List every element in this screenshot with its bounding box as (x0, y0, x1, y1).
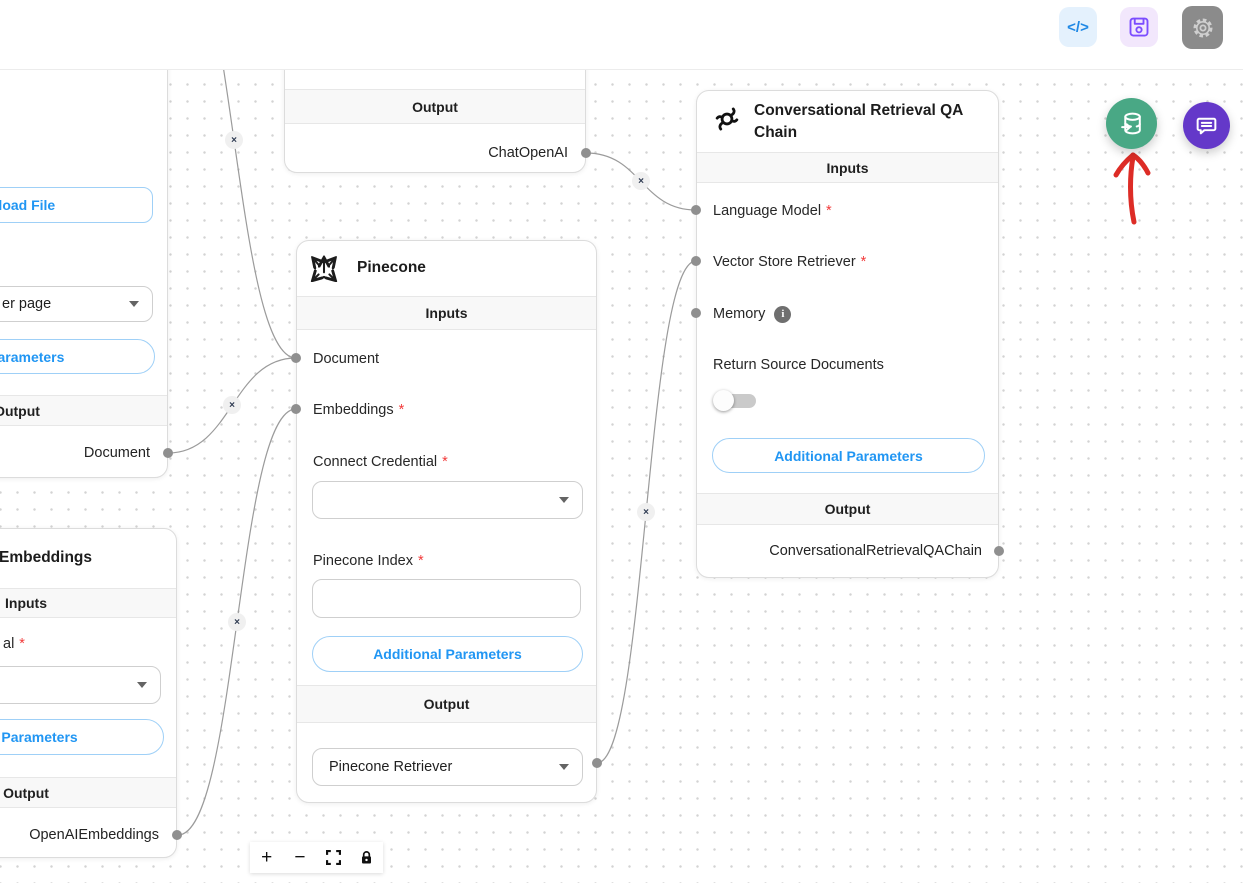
output-section-header: Output (297, 685, 596, 723)
additional-parameters-button[interactable]: nal Parameters (0, 719, 164, 755)
page-split-value: er page (2, 296, 52, 312)
chevron-down-icon (559, 497, 569, 503)
view-code-button[interactable]: </> (1059, 7, 1097, 47)
output-section-header: Output (0, 777, 176, 808)
handle-pinecone-embeddings-input[interactable] (291, 404, 301, 414)
node-file-loader[interactable]: Upload File er page al Parameters Output… (0, 70, 168, 478)
save-icon (1129, 17, 1149, 37)
top-header: </> (0, 0, 1243, 70)
edge-delete-button[interactable]: × (632, 172, 650, 190)
node-openai-embeddings[interactable]: Embeddings Inputs al* nal Parameters Out… (0, 528, 177, 858)
chevron-down-icon (559, 764, 569, 770)
zoom-in-button[interactable]: + (250, 842, 284, 873)
output-anchor-chatopenai: ChatOpenAI (488, 145, 568, 161)
close-icon: × (234, 616, 240, 628)
additional-parameters-label: nal Parameters (0, 729, 78, 745)
additional-parameters-button[interactable]: Additional Parameters (312, 636, 583, 672)
additional-parameters-button[interactable]: Additional Parameters (712, 438, 985, 473)
edge-splitter-to-pinecone-document (223, 70, 297, 359)
additional-parameters-button[interactable]: al Parameters (0, 339, 155, 374)
handle-pinecone-document-input[interactable] (291, 353, 301, 363)
upload-file-button[interactable]: Upload File (0, 187, 153, 223)
pinecone-index-input[interactable] (312, 579, 581, 618)
gear-icon (1193, 18, 1212, 37)
handle-pinecone-retriever-output[interactable] (592, 758, 602, 768)
return-source-documents-label: Return Source Documents (713, 357, 884, 373)
handle-memory-input[interactable] (691, 308, 701, 318)
additional-parameters-label: Additional Parameters (373, 646, 522, 662)
handle-language-model-input[interactable] (691, 205, 701, 215)
return-source-documents-toggle[interactable] (713, 390, 759, 412)
database-export-icon (1121, 112, 1141, 135)
vector-store-retriever-label: Vector Store Retriever* (713, 254, 867, 270)
document-input-label: Document (313, 351, 380, 367)
node-title: Conversational Retrieval QA Chain (754, 102, 963, 141)
close-icon: × (638, 175, 644, 187)
node-title: Pinecone (357, 259, 426, 276)
info-icon[interactable]: i (774, 305, 792, 323)
inputs-section-header: Inputs (297, 296, 596, 330)
red-annotation-arrow (1113, 152, 1151, 225)
inputs-section-header: Inputs (697, 152, 998, 183)
edge-delete-button[interactable]: × (225, 131, 243, 149)
connect-credential-label: al* (3, 636, 25, 652)
output-select-pinecone-retriever[interactable]: Pinecone Retriever (312, 748, 583, 786)
edge-layer (167, 70, 1151, 836)
handle-openai-embeddings-output[interactable] (172, 830, 182, 840)
save-button[interactable] (1120, 7, 1158, 47)
output-section-header: Output (0, 395, 167, 426)
handle-qa-chain-output[interactable] (994, 546, 1004, 556)
output-section-header: Output (697, 493, 998, 525)
additional-parameters-label: Additional Parameters (774, 447, 923, 464)
toggle-thumb (713, 390, 734, 411)
page-split-select[interactable]: er page (0, 286, 153, 322)
edge-delete-button[interactable]: × (223, 396, 241, 414)
plus-icon: + (261, 846, 273, 868)
node-pinecone[interactable]: Pinecone Inputs Document Embeddings* Con… (296, 240, 597, 803)
node-chat-openai[interactable]: Output ChatOpenAI (284, 70, 586, 173)
fit-view-icon (325, 850, 341, 865)
edge-delete-button[interactable]: × (228, 613, 246, 631)
output-section-header: Output (285, 89, 585, 124)
chat-bubble-icon (1196, 117, 1217, 135)
output-anchor-openai-embeddings: OpenAIEmbeddings (29, 827, 159, 843)
credential-select[interactable] (312, 481, 583, 519)
connect-credential-label: Connect Credential* (313, 454, 448, 470)
output-anchor-qa-chain: ConversationalRetrievalQAChain (769, 543, 982, 559)
fit-view-button[interactable] (316, 842, 350, 873)
zoom-out-button[interactable]: − (283, 842, 317, 873)
chain-icon (712, 104, 742, 134)
chevron-down-icon (129, 301, 139, 307)
close-icon: × (229, 399, 235, 411)
close-icon: × (643, 506, 649, 518)
upload-file-label: Upload File (0, 197, 56, 213)
canvas-controls: + − (250, 842, 383, 873)
chat-button[interactable] (1183, 102, 1230, 149)
code-icon: </> (1067, 18, 1089, 36)
chevron-down-icon (137, 682, 147, 688)
additional-parameters-label: al Parameters (0, 348, 65, 365)
close-icon: × (231, 134, 237, 146)
upsert-database-button[interactable] (1106, 98, 1157, 149)
credential-select[interactable] (0, 666, 161, 704)
language-model-label: Language Model* (713, 203, 832, 219)
inputs-section-header: Inputs (0, 588, 176, 618)
node-title: Embeddings (0, 549, 93, 566)
output-select-value: Pinecone Retriever (329, 759, 453, 775)
pinecone-index-label: Pinecone Index* (313, 553, 424, 569)
settings-button[interactable] (1182, 6, 1223, 49)
handle-document-output[interactable] (163, 448, 173, 458)
handle-chatopenai-output[interactable] (581, 148, 591, 158)
flow-canvas[interactable]: Upload File er page al Parameters Output… (0, 70, 1243, 883)
edge-delete-button[interactable]: × (637, 503, 655, 521)
output-anchor-document: Document (83, 445, 150, 461)
handle-vector-store-retriever-input[interactable] (691, 256, 701, 266)
pinecone-icon (310, 254, 338, 282)
lock-interactivity-button[interactable] (349, 842, 383, 873)
lock-icon (361, 851, 371, 864)
node-qa-chain[interactable]: Conversational Retrieval QA Chain Inputs… (696, 90, 999, 578)
minus-icon: − (294, 846, 306, 868)
embeddings-input-label: Embeddings* (313, 402, 405, 418)
